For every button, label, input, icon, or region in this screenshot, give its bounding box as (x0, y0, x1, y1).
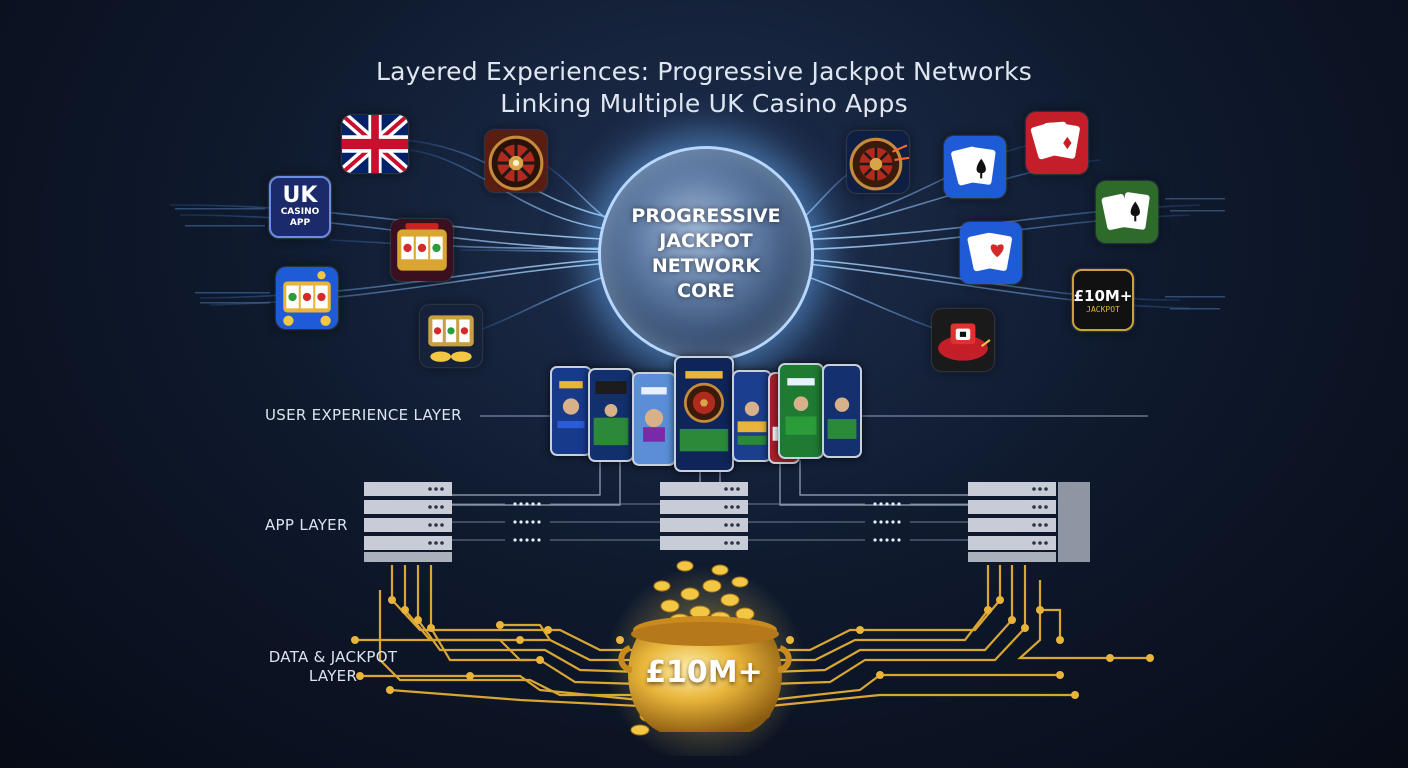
gold-circuit-traces (355, 565, 1150, 708)
dealer-chip-icon (932, 309, 994, 371)
smartphone-icon (732, 370, 772, 462)
data-jackpot-layer-label: DATA & JACKPOT LAYER (262, 648, 404, 686)
server-icon (660, 482, 748, 550)
app-layer-label: APP LAYER (265, 516, 348, 534)
uk-app-line-1: CASINO (280, 207, 320, 217)
core-line-3: NETWORK (651, 255, 761, 277)
jackpot-app-sub: JACKPOT (1086, 304, 1120, 314)
core-line-2: JACKPOT (659, 230, 753, 252)
heart-cards-icon (1026, 112, 1088, 174)
title-line-1: Layered Experiences: Progressive Jackpot… (376, 57, 1032, 86)
core-line-1: PROGRESSIVE (631, 205, 781, 227)
smartphone-icon (778, 363, 824, 459)
union-jack-flag-icon (342, 115, 408, 173)
smartphone-icon (550, 366, 592, 456)
slot-machine-coins-icon (276, 267, 338, 329)
smartphone-icon (588, 368, 634, 462)
slot-machine-icon (391, 219, 453, 281)
spade-cards-icon (944, 136, 1006, 198)
user-experience-layer-label: USER EXPERIENCE LAYER (265, 406, 462, 424)
spade-cards-green-icon (1096, 181, 1158, 243)
jackpot-app-icon: £10M+ JACKPOT (1072, 269, 1134, 331)
uk-app-line-2: APP (289, 218, 311, 228)
core-line-4: CORE (677, 280, 735, 302)
smartphone-icon (632, 372, 676, 466)
network-core: PROGRESSIVE JACKPOT NETWORK CORE (598, 146, 814, 362)
roulette-wheel-icon-right (847, 131, 909, 193)
smartphone-icon (674, 356, 734, 472)
uk-casino-app-icon: UK CASINO APP (269, 176, 331, 238)
smartphone-icon (822, 364, 862, 458)
server-icon (364, 482, 452, 562)
data-layer-line-2: LAYER (308, 667, 358, 685)
server-icon (968, 482, 1090, 562)
jackpot-app-amount: £10M+ (1073, 286, 1133, 305)
pot-of-gold-icon (605, 560, 805, 756)
roulette-wheel-icon (485, 130, 547, 192)
uk-app-title: UK (282, 183, 318, 208)
slot-machine-gold-icon (420, 305, 482, 367)
pot-label: £10M+ (645, 655, 763, 690)
diagram-title: Layered Experiences: Progressive Jackpot… (0, 56, 1408, 120)
core-label: PROGRESSIVE JACKPOT NETWORK CORE (621, 204, 791, 304)
title-line-2: Linking Multiple UK Casino Apps (500, 89, 908, 118)
data-layer-line-1: DATA & JACKPOT (268, 648, 398, 666)
heart-cards-blue-icon (960, 222, 1022, 284)
